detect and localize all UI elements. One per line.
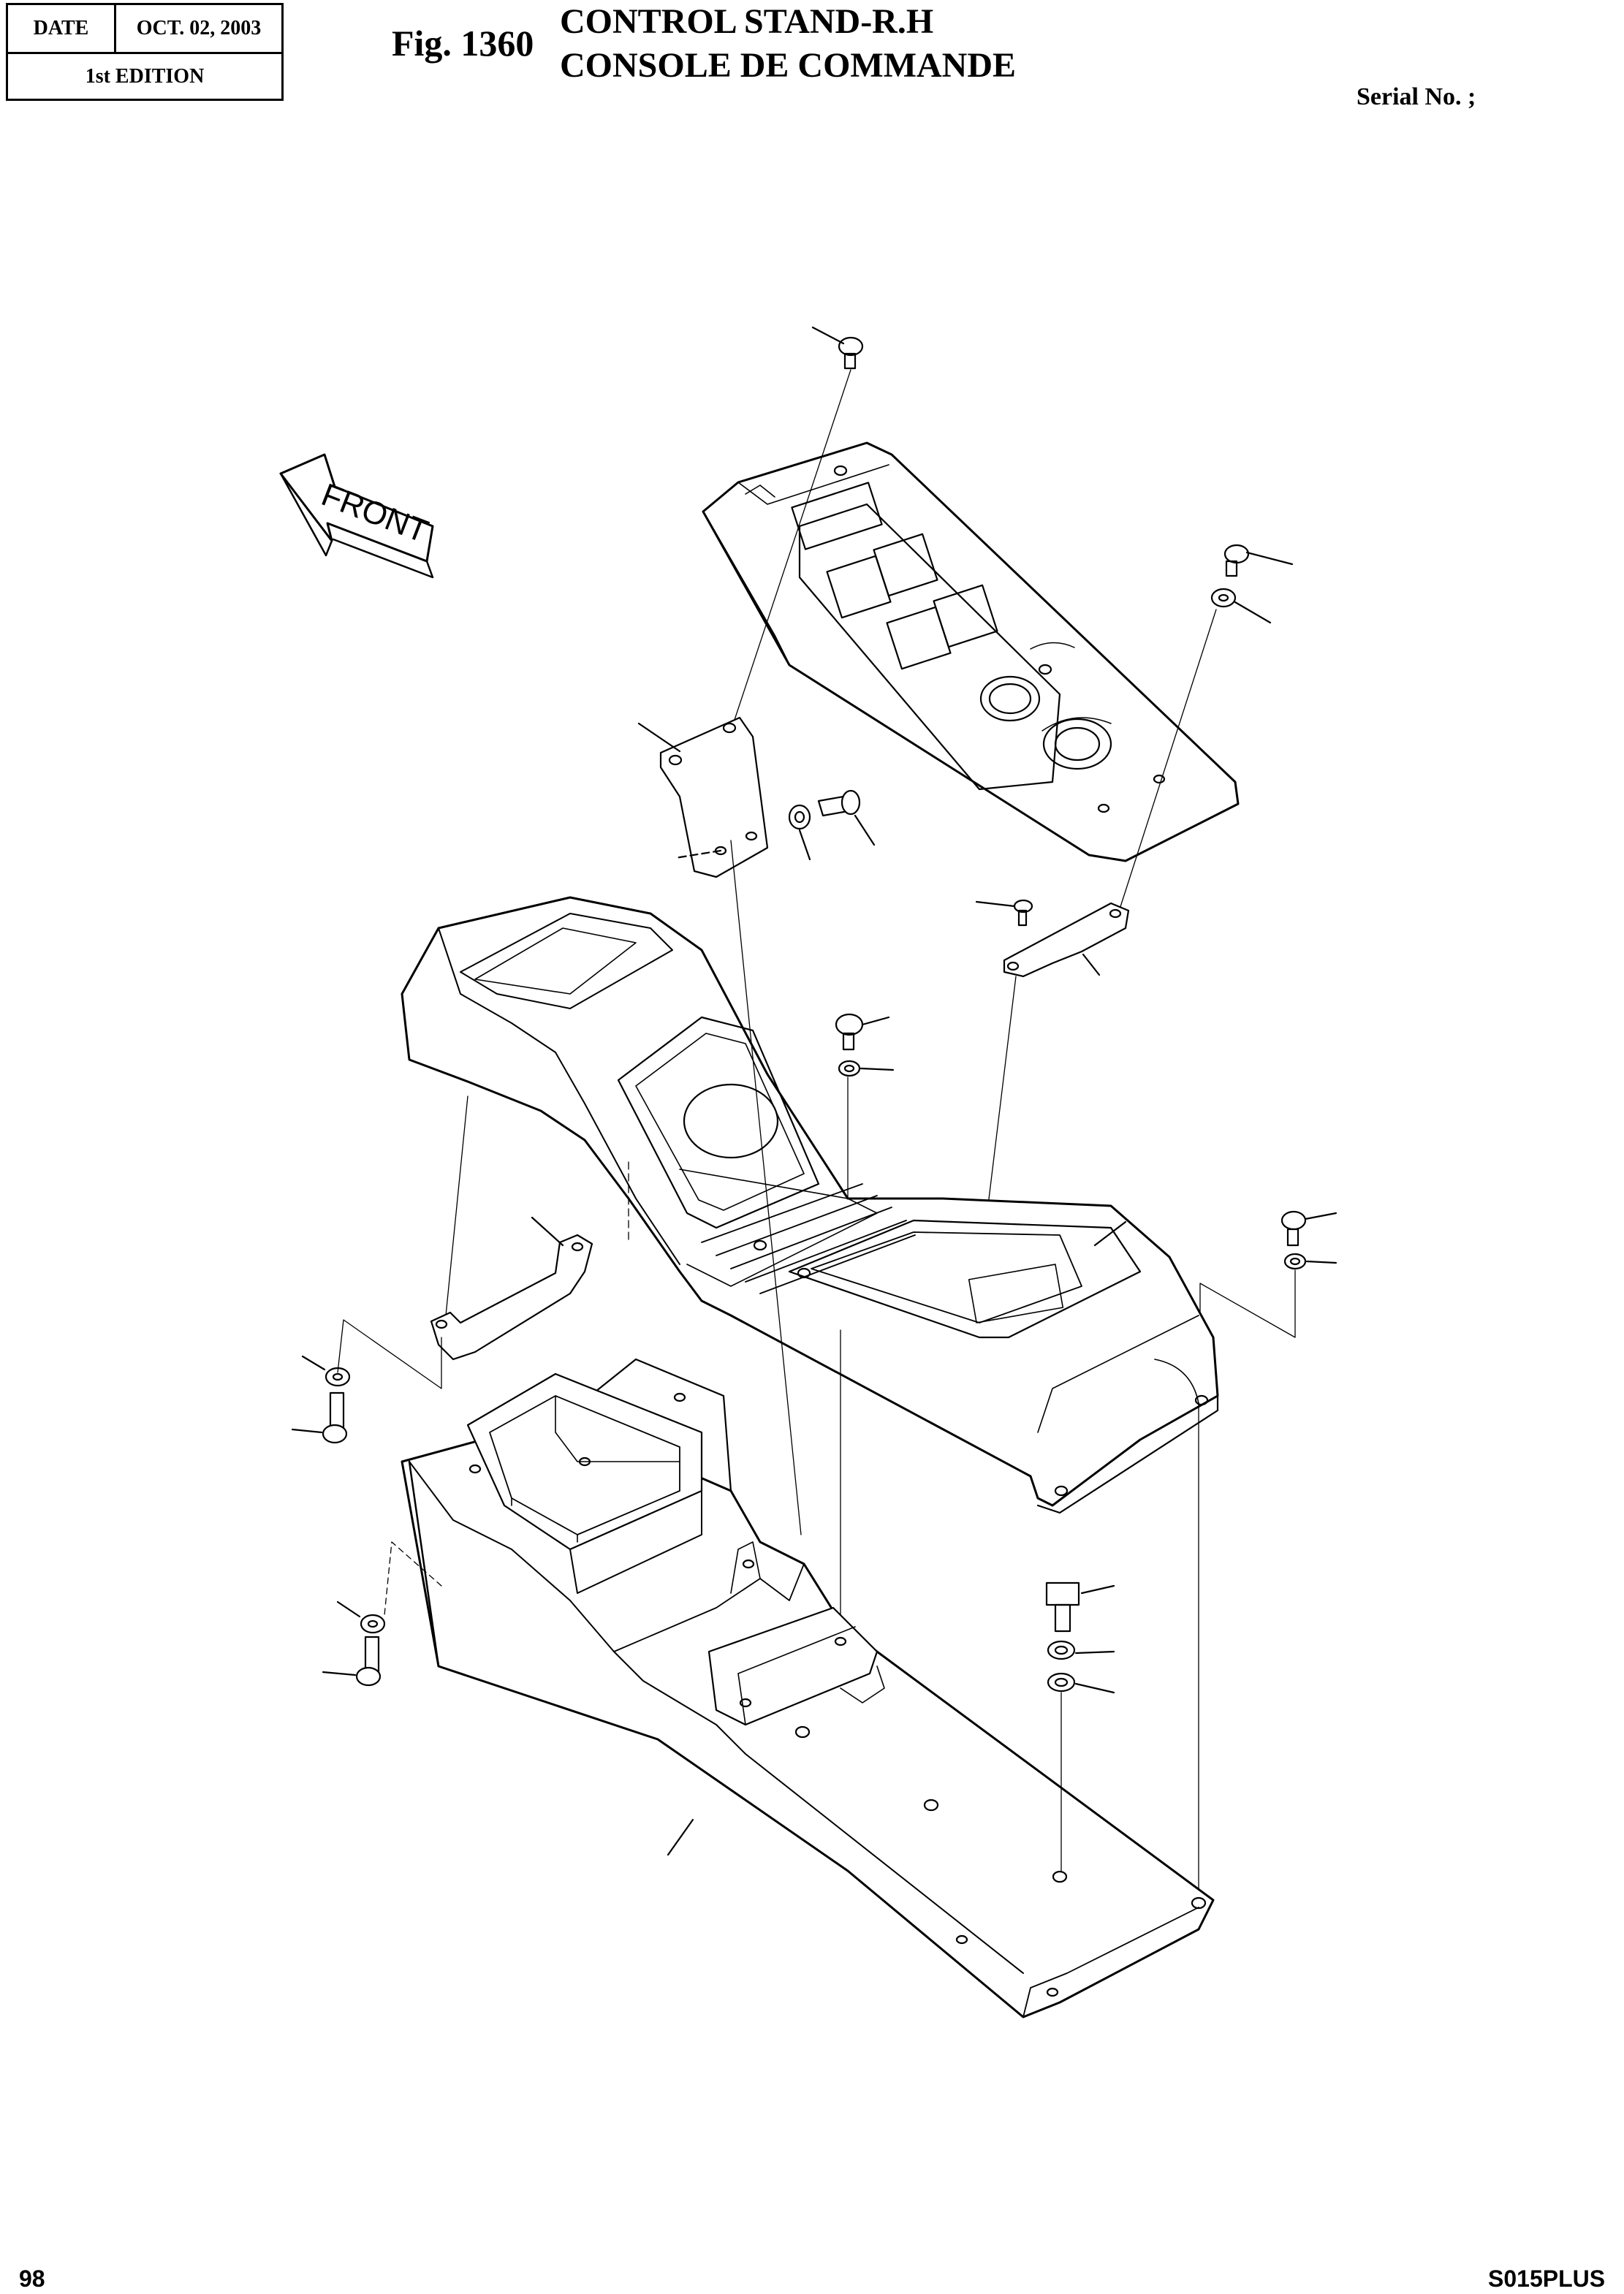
date-label: DATE [8,5,116,52]
mounting-bracket [431,1235,592,1359]
screw-icon [1225,545,1248,576]
page-number: 98 [19,2265,45,2292]
bolt-icon [323,1393,346,1443]
serial-number-label: Serial No. ; [1357,83,1476,110]
figure-number: Fig. 1360 [392,23,534,64]
washer-icon [1048,1674,1074,1691]
console-base [402,1359,1213,2017]
bolt-icon [357,1637,380,1685]
switch-panel-cover [703,443,1238,861]
screw-icon [1014,900,1032,925]
screw-icon [836,1014,862,1049]
date-row: DATE OCT. 02, 2003 [8,5,281,54]
mounting-bracket [1004,903,1128,976]
front-arrow-icon: FRONT [281,455,433,577]
title-french: CONSOLE DE COMMANDE [560,46,1017,85]
model-name: S015PLUS [1488,2265,1606,2292]
date-value: OCT. 02, 2003 [136,17,262,39]
screw-icon [839,338,862,368]
edition-box: DATE OCT. 02, 2003 1st EDITION [6,3,284,101]
bolt-icon [819,791,860,816]
washer-icon [1285,1254,1305,1269]
hex-bolt-icon [1047,1583,1079,1631]
washer-icon [839,1061,860,1076]
lock-washer-icon [1048,1641,1074,1659]
washer-icon [1212,589,1235,607]
title-english: CONTROL STAND-R.H [560,2,934,41]
washer-icon [789,805,810,829]
washer-icon [326,1368,349,1386]
edition-label: 1st EDITION [85,65,205,88]
mounting-bracket [661,718,767,877]
console-cover [402,897,1218,1513]
washer-icon [361,1615,384,1633]
screw-icon [1282,1212,1305,1245]
